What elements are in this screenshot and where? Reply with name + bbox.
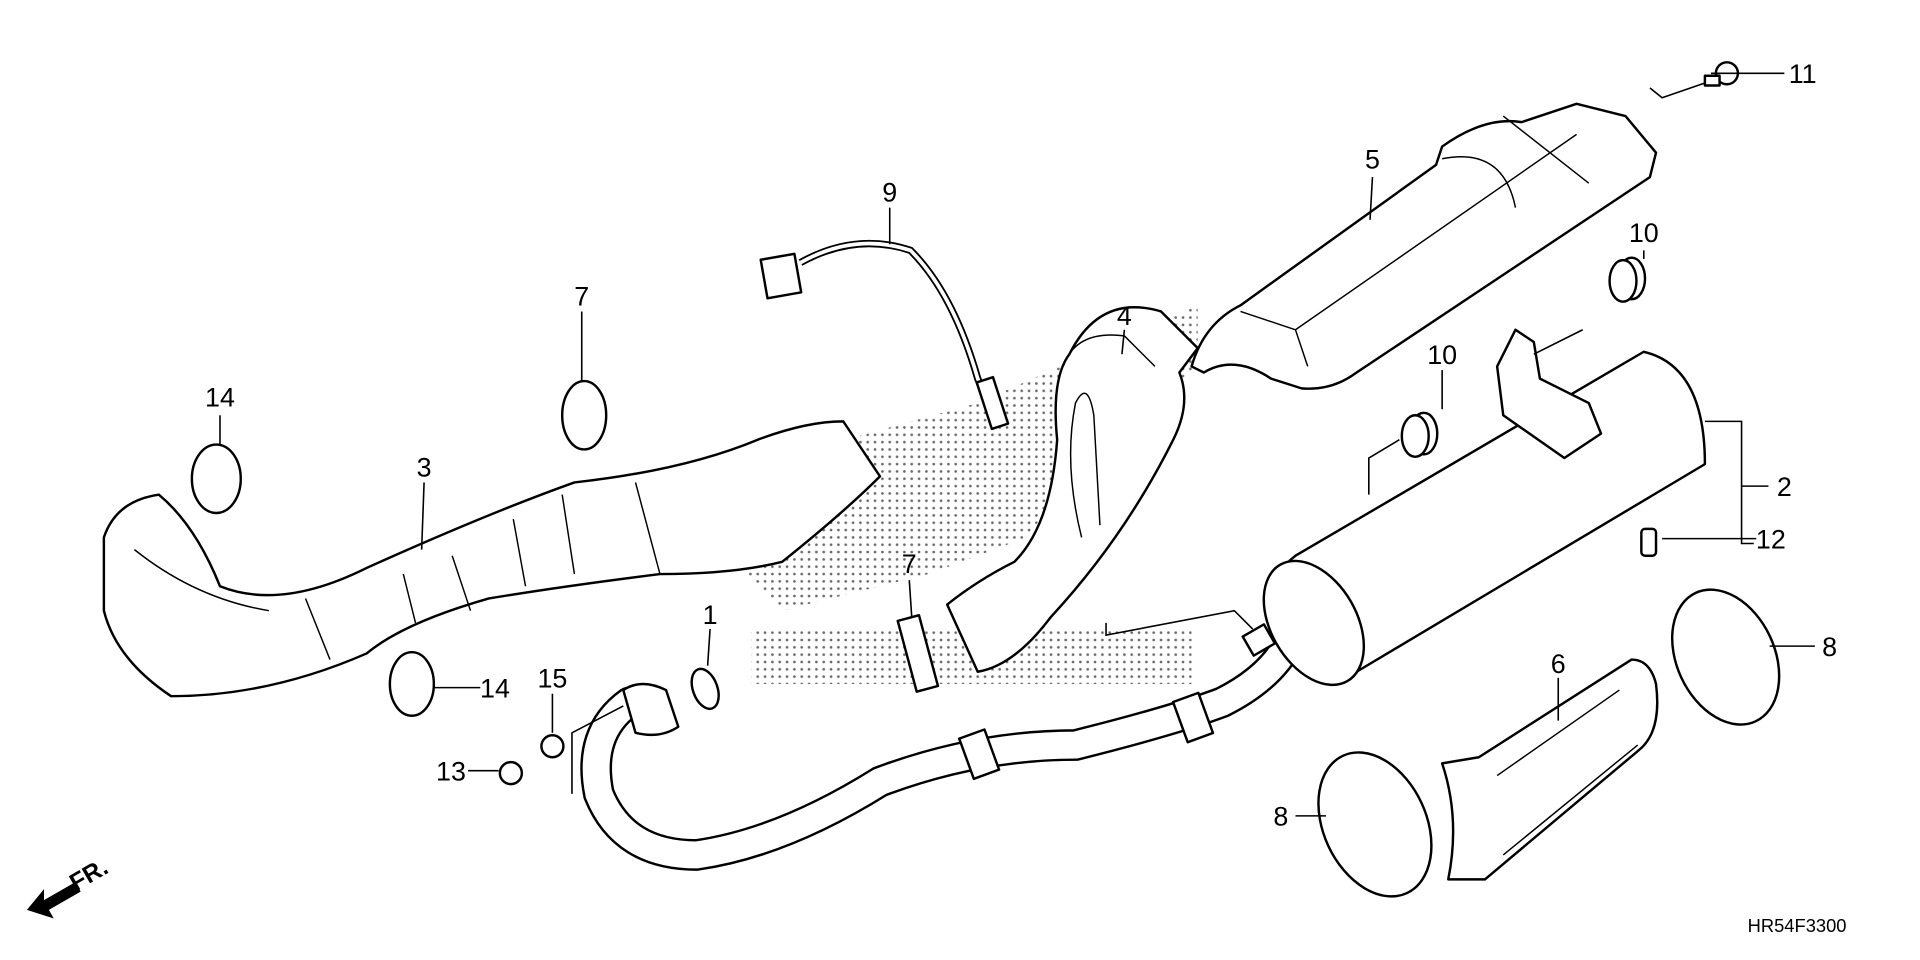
part-2-muffler[interactable] <box>1241 328 1707 703</box>
callout-15[interactable]: 15 <box>537 664 567 694</box>
part-6-lower-shield[interactable] <box>1440 658 1659 881</box>
part-14-clamp-lower[interactable] <box>388 650 436 717</box>
leader-lines <box>219 72 1815 817</box>
callout-13[interactable]: 13 <box>436 756 466 786</box>
part-12-plug[interactable] <box>1640 527 1658 557</box>
part-14-clamp-upper[interactable] <box>190 443 242 515</box>
callout-7-upper[interactable]: 7 <box>574 281 589 311</box>
callout-10-lower[interactable]: 10 <box>1427 340 1457 370</box>
callout-8-upper[interactable]: 8 <box>1822 632 1837 662</box>
front-direction-arrow-icon: FR. <box>26 854 113 919</box>
part-7-clamp-upper[interactable] <box>560 379 608 451</box>
callout-14-lower[interactable]: 14 <box>480 673 510 703</box>
callout-4[interactable]: 4 <box>1117 301 1132 331</box>
part-5-upper-heat-shield[interactable] <box>1190 102 1658 390</box>
part-7-sensor-clip[interactable] <box>896 613 940 693</box>
part-4-mid-shield[interactable] <box>945 306 1199 673</box>
callout-2[interactable]: 2 <box>1777 472 1792 502</box>
part-8-clamp-upper[interactable] <box>1651 572 1800 742</box>
callout-8-lower[interactable]: 8 <box>1273 802 1288 832</box>
part-8-clamp-lower[interactable] <box>1296 734 1453 915</box>
callout-11[interactable]: 11 <box>1789 59 1817 89</box>
part-10-grommet-upper[interactable] <box>1608 256 1647 303</box>
callout-5[interactable]: 5 <box>1365 145 1380 175</box>
callout-12[interactable]: 12 <box>1756 524 1786 554</box>
callout-9[interactable]: 9 <box>882 178 897 208</box>
callout-7-lower[interactable]: 7 <box>902 549 917 579</box>
callout-3[interactable]: 3 <box>417 452 432 482</box>
callout-10-upper[interactable]: 10 <box>1629 218 1659 248</box>
callout-1[interactable]: 1 <box>703 600 718 630</box>
part-13-nut[interactable] <box>498 760 524 786</box>
callout-6[interactable]: 6 <box>1551 649 1566 679</box>
part-10-grommet-lower[interactable] <box>1400 411 1439 459</box>
part-9-o2-sensor[interactable] <box>759 239 1010 431</box>
part-1-exhaust-pipe[interactable] <box>580 625 1306 871</box>
part-3-front-shield[interactable] <box>102 420 882 698</box>
callout-14-upper[interactable]: 14 <box>205 383 235 413</box>
part-15-washer[interactable] <box>540 734 565 759</box>
diagram-code: HR54F3300 <box>1748 915 1847 936</box>
